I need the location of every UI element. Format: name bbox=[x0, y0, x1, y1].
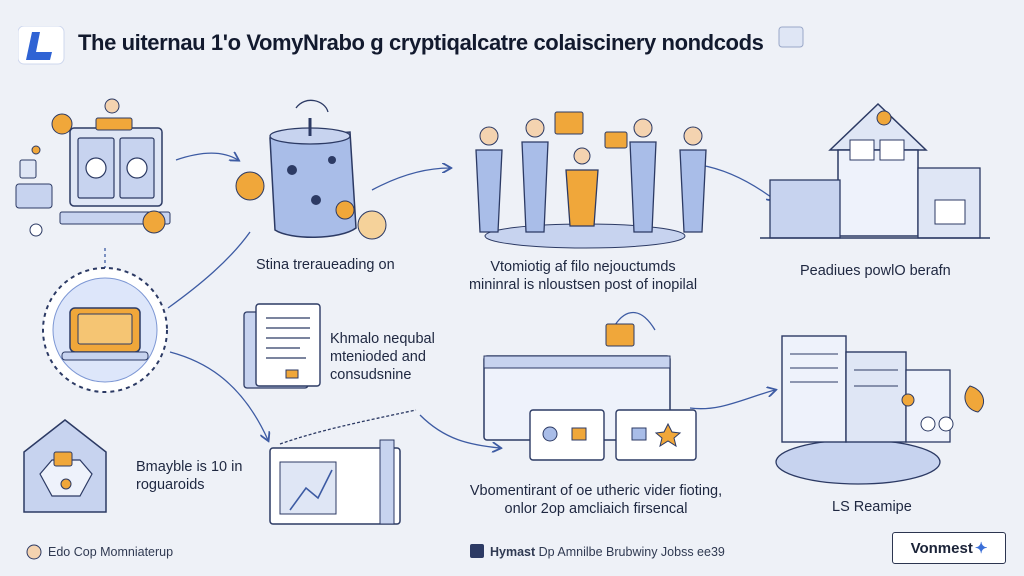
caption-step-4-line-1: Khmalo nequbal bbox=[330, 331, 435, 347]
footer-center: Hymast Dp Amnilbe Brubwiny Jobss ee39 bbox=[490, 545, 725, 559]
caption-step-4-line-3: consudsnine bbox=[330, 367, 412, 383]
footer-center-rest: Dp Amnilbe Brubwiny Jobss ee39 bbox=[538, 545, 725, 559]
footer-left-text: Edo Cop Momniaterup bbox=[48, 545, 174, 559]
flow-arrows bbox=[104, 153, 775, 448]
corner-logo-icon bbox=[778, 26, 804, 48]
footer-brand-icon bbox=[470, 544, 484, 558]
footer-badge-label: Vonmest bbox=[910, 539, 973, 557]
team-people-icon bbox=[475, 111, 707, 249]
caption-step-6-line-1: Vbomentirant of oe utheric vider fioting… bbox=[469, 483, 723, 499]
data-jar-icon bbox=[235, 99, 387, 240]
house-building-icon bbox=[760, 102, 990, 239]
caption-step-5-line-2: roguaroids bbox=[136, 477, 205, 493]
server-monitor-icon bbox=[15, 98, 171, 237]
brand-logo-icon bbox=[18, 26, 65, 65]
caption-step-6-line-2: onlor 2op amcliaich firsencal bbox=[504, 501, 688, 517]
chart-screen-icon bbox=[269, 409, 417, 525]
page-title: The uiternau 1'o VomyNrabo g cryptiqalca… bbox=[78, 30, 764, 55]
caption-step-2-line-2: mininral is nloustsen post of inopilal bbox=[468, 277, 698, 293]
city-buildings-icon bbox=[775, 335, 985, 485]
caption-step-3: Peadiues powlO berafn bbox=[800, 263, 951, 279]
caption-step-2-line-1: Vtomiotig af filo nejouctumds bbox=[490, 259, 676, 275]
browser-windows-icon bbox=[483, 323, 697, 461]
caption-step-7: LS Reamipe bbox=[832, 499, 912, 515]
wallet-shield-icon bbox=[23, 419, 107, 513]
footer-badge: Vonmest✦ bbox=[892, 532, 1006, 564]
document-icon bbox=[243, 303, 321, 389]
badge-mark-icon: ✦ bbox=[974, 540, 988, 557]
footer-center-bold: Hymast bbox=[490, 545, 536, 559]
caption-step-4-line-2: mtenioded and bbox=[330, 349, 426, 365]
caption-step-1: Stina treraueading on bbox=[256, 257, 395, 273]
footer-avatar-icon bbox=[26, 544, 42, 560]
caption-step-5-line-1: Bmayble is 10 in bbox=[136, 459, 243, 475]
laptop-circle-icon bbox=[42, 267, 168, 393]
